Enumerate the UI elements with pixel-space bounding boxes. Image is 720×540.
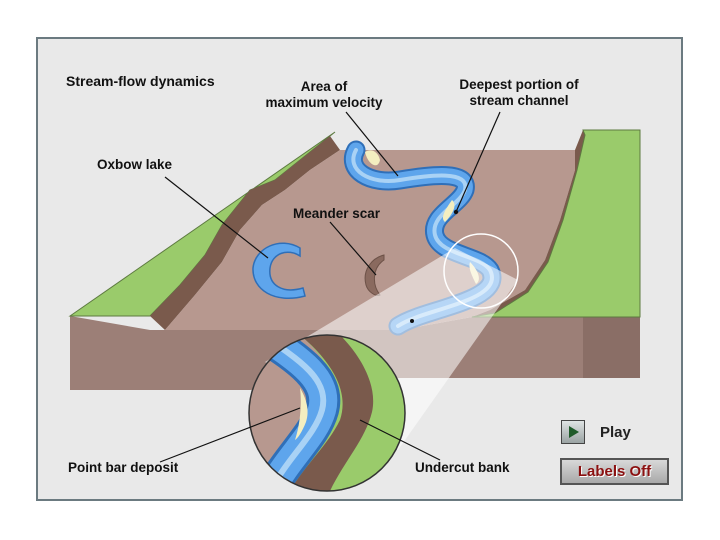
label-meander-scar: Meander scar bbox=[293, 206, 381, 221]
block-right-face bbox=[583, 317, 640, 378]
labels-toggle-label: Labels Off bbox=[577, 463, 652, 480]
point-bar-sand bbox=[365, 150, 380, 166]
play-button[interactable] bbox=[561, 420, 585, 444]
right-bank-grass bbox=[471, 129, 641, 318]
zoom-inset-border bbox=[248, 334, 406, 492]
label-point-bar-deposit: Point bar deposit bbox=[68, 460, 179, 475]
leader-lines bbox=[159, 111, 501, 463]
deepest-point-marker bbox=[453, 209, 459, 215]
channel-marker bbox=[410, 319, 414, 323]
labels-toggle-button[interactable]: Labels Off bbox=[560, 458, 669, 485]
left-bank-slope bbox=[150, 136, 340, 330]
label-oxbow-lake: Oxbow lake bbox=[97, 157, 173, 172]
point-bar-sand-2 bbox=[442, 200, 455, 222]
label-undercut-bank: Undercut bank bbox=[415, 460, 510, 475]
play-icon bbox=[569, 426, 579, 438]
play-label[interactable]: Play bbox=[600, 424, 631, 441]
diagram-title: Stream-flow dynamics bbox=[66, 73, 215, 89]
zoom-inset bbox=[249, 335, 405, 491]
